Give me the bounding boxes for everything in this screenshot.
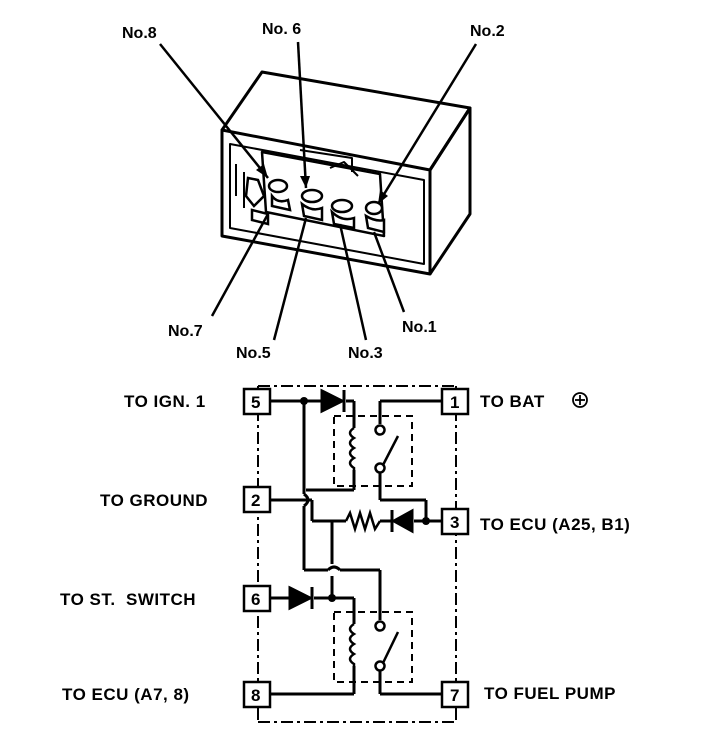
pin-1: 1 xyxy=(450,393,459,412)
label-to-fuel-pump: TO FUEL PUMP xyxy=(484,684,616,703)
label-to-ign: TO IGN. 1 xyxy=(124,392,206,411)
callout-no6: No. 6 xyxy=(262,21,301,38)
callout-no1: No.1 xyxy=(402,319,437,336)
relay-boxes xyxy=(333,415,413,683)
relay-housing xyxy=(220,70,472,276)
pin-boxes xyxy=(242,387,470,709)
pin-5: 5 xyxy=(251,393,260,412)
label-to-ecu-a7: TO ECU (A7, 8) xyxy=(62,685,190,704)
relay-coil-icon xyxy=(348,622,357,666)
label-to-ecu-a25: TO ECU (A25, B1) xyxy=(480,515,630,534)
pin-3: 3 xyxy=(450,513,459,532)
pin-6: 6 xyxy=(251,590,260,609)
callout-no2: No.2 xyxy=(470,23,505,40)
pin-8: 8 xyxy=(251,686,260,705)
callout-no8: No.8 xyxy=(122,25,157,42)
diode-icon xyxy=(288,585,314,611)
label-to-bat: TO BAT xyxy=(480,392,545,411)
callout-arrowheads xyxy=(256,164,388,204)
plus-circle-icon xyxy=(572,392,588,408)
relay-terminals xyxy=(244,176,386,234)
label-to-ground: TO GROUND xyxy=(100,491,208,510)
relay-switch-icon xyxy=(374,620,400,672)
callout-no7: No.7 xyxy=(168,323,203,340)
callout-no5: No.5 xyxy=(236,345,271,362)
wiring xyxy=(270,399,442,696)
pin-7: 7 xyxy=(450,686,459,705)
junction-dots xyxy=(300,397,430,602)
diode-icon xyxy=(320,388,346,414)
callout-no3: No.3 xyxy=(348,345,383,362)
relay-switch-icon xyxy=(374,424,400,474)
resistor-icon xyxy=(344,508,382,534)
callout-leaders xyxy=(159,41,478,341)
pin-2: 2 xyxy=(251,491,260,510)
diode-icon xyxy=(390,508,414,534)
relay-enclosure xyxy=(257,385,457,723)
relay-coil-icon xyxy=(348,426,357,470)
label-to-st-switch: TO ST. SWITCH xyxy=(60,590,196,609)
